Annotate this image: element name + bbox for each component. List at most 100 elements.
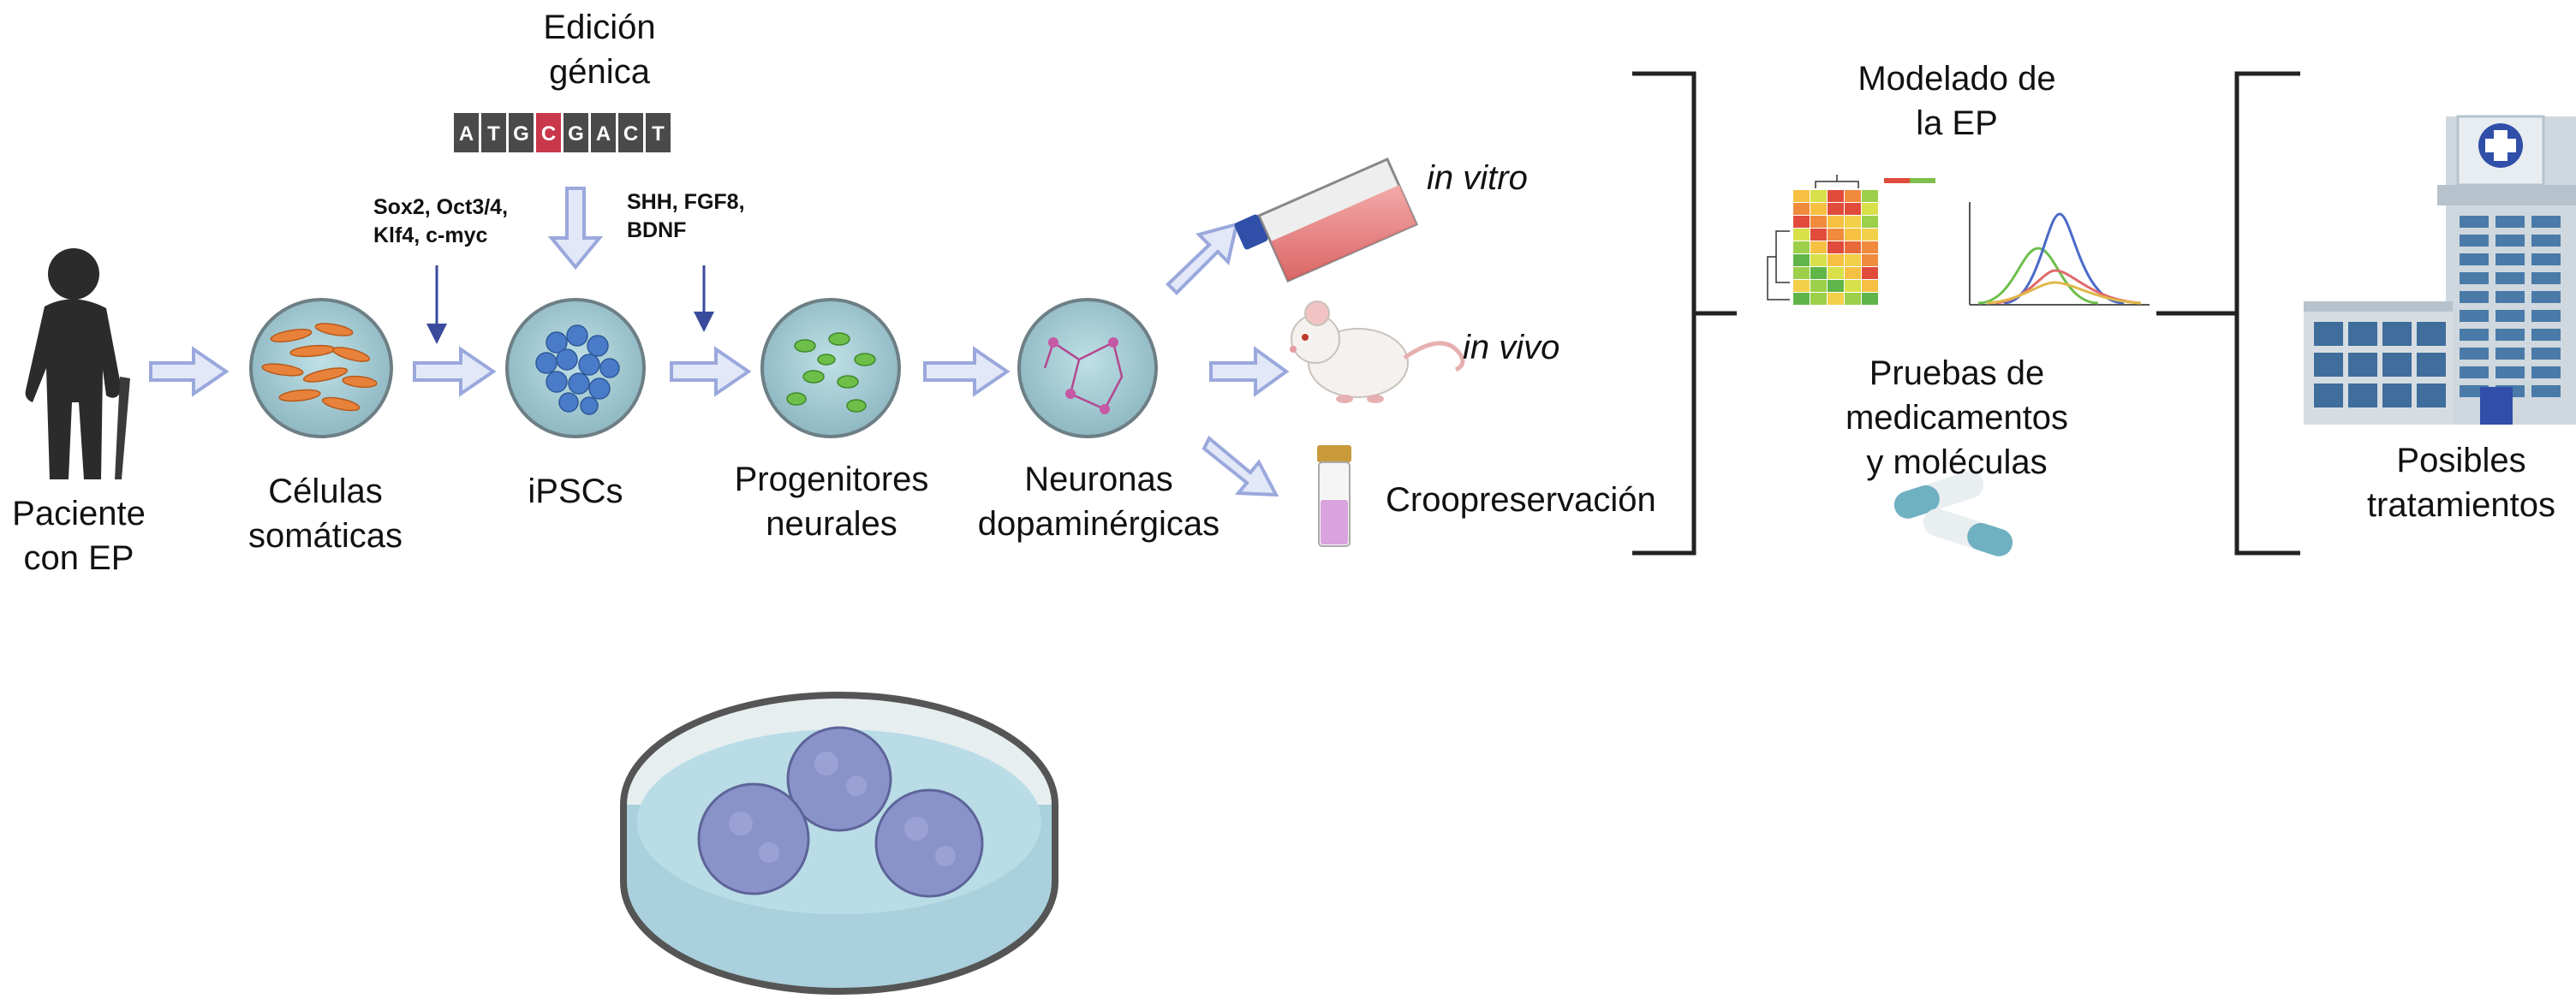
heatmap-cell [1845,190,1861,202]
heatmap-cell [1862,280,1878,292]
dna-base-box [481,113,506,152]
hospital-window [2460,272,2489,284]
heatmap-dendrogram-icon [1767,175,1859,300]
heatmap-cell [1828,216,1844,228]
heatmap-cell [1793,190,1810,202]
annex-window [2314,384,2343,407]
hospital-window [2460,291,2489,303]
heatmap-cell [1845,254,1861,266]
heatmap-cell [1793,229,1810,241]
heatmap-cell [1810,254,1827,266]
heatmap-cell [1862,241,1878,253]
bracket-right [2156,71,2300,556]
neurons-line1: Neuronas [1024,461,1173,498]
heatmap-cell [1810,190,1827,202]
bracket-left [1632,71,1737,556]
hospital-window [2531,253,2561,265]
neurons-label: Neuronas dopaminérgicas [975,457,1223,546]
modeling-line2: la EP [1916,104,1998,142]
heatmap-cell [1793,293,1810,305]
heatmap-cell [1845,293,1861,305]
hospital-window [2531,272,2561,284]
ipscs-label: iPSCs [528,473,623,510]
heatmap-cell [1810,267,1827,279]
dna-base-letter: A [596,122,611,146]
modeling-line1: Modelado de [1857,60,2056,98]
hospital-window [2531,329,2561,341]
heatmap-cell [1828,293,1844,305]
hospital-window [2531,216,2561,228]
heatmap-cell [1828,203,1844,215]
heatmap-cell [1828,280,1844,292]
in-vitro-label: in vitro [1427,159,1528,197]
annex-window [2314,322,2343,346]
annex-window [2348,384,2377,407]
heatmap-cell [1810,216,1827,228]
heatmap-cell [1828,229,1844,241]
differentiation-factors-line2: BDNF [627,218,687,242]
differentiation-factors-line1: SHH, FGF8, [627,190,745,214]
somatic-cells-dish-icon [249,298,393,438]
hospital-icon [2304,115,2576,425]
differentiation-factors: SHH, FGF8, BDNF [627,188,745,245]
hospital-window [2531,310,2561,322]
hospital-window [2496,272,2525,284]
dna-base-letter: A [459,122,474,146]
patient-label-line2: con EP [23,539,134,577]
dna-base-letter: C [541,122,556,146]
heatmap-cell [1845,267,1861,279]
annex-window [2417,353,2446,377]
hospital-window [2496,348,2525,360]
dna-base-letter: C [623,122,638,146]
organoid-dish-icon [620,692,1058,995]
heatmap-cell [1810,293,1827,305]
hospital-window [2531,366,2561,378]
arrow-ipsc-to-progenitors [670,346,752,397]
dna-base-box [646,113,671,152]
hospital-window [2496,235,2525,247]
hospital-window [2531,235,2561,247]
heatmap-cell [1845,280,1861,292]
pills-icon [1893,471,2013,556]
mouse-icon [1290,300,1465,403]
hospital-window [2496,253,2525,265]
dna-base-box [564,113,588,152]
dna-base-box [591,113,616,152]
arrow-to-cryo [1202,435,1279,497]
dna-base-letter: G [513,122,529,146]
patient-label: Paciente con EP [0,491,158,580]
heatmap-cell [1828,190,1844,202]
somatic-cells-line1: Células [268,473,383,510]
hospital-window [2460,329,2489,341]
arrow-patient-to-somatic [149,346,230,397]
drug-testing-line1: Pruebas de [1869,354,2045,392]
hospital-window [2496,310,2525,322]
heatmap-cell [1845,229,1861,241]
annex-window [2314,353,2343,377]
heatmap-cell [1845,241,1861,253]
heatmap-cell [1810,203,1827,215]
treatments-label: Posibles tratamientos [2346,438,2576,527]
heatmap-cell [1862,293,1878,305]
hospital-window [2496,216,2525,228]
progenitors-line2: neurales [766,505,897,543]
heatmap-cell [1810,241,1827,253]
arrow-to-in-vivo [1209,346,1290,397]
cryopreservation-label: Croopreservación [1386,481,1656,519]
annex-window [2417,322,2446,346]
gene-editing-line2: génica [549,53,650,91]
hospital-window [2531,348,2561,360]
heatmap-cell [1862,229,1878,241]
dna-base-box [536,113,561,152]
neurons-line2: dopaminérgicas [977,505,1220,543]
heatmap-cell [1862,267,1878,279]
heatmap-cell [1828,267,1844,279]
arrow-somatic-to-ipsc [413,346,497,397]
hospital-window [2460,366,2489,378]
heatmap-cell [1828,241,1844,253]
hospital-window [2460,310,2489,322]
heatmap-icon [1793,190,1878,305]
heatmap-cell [1793,280,1810,292]
heatmap-cell [1793,216,1810,228]
